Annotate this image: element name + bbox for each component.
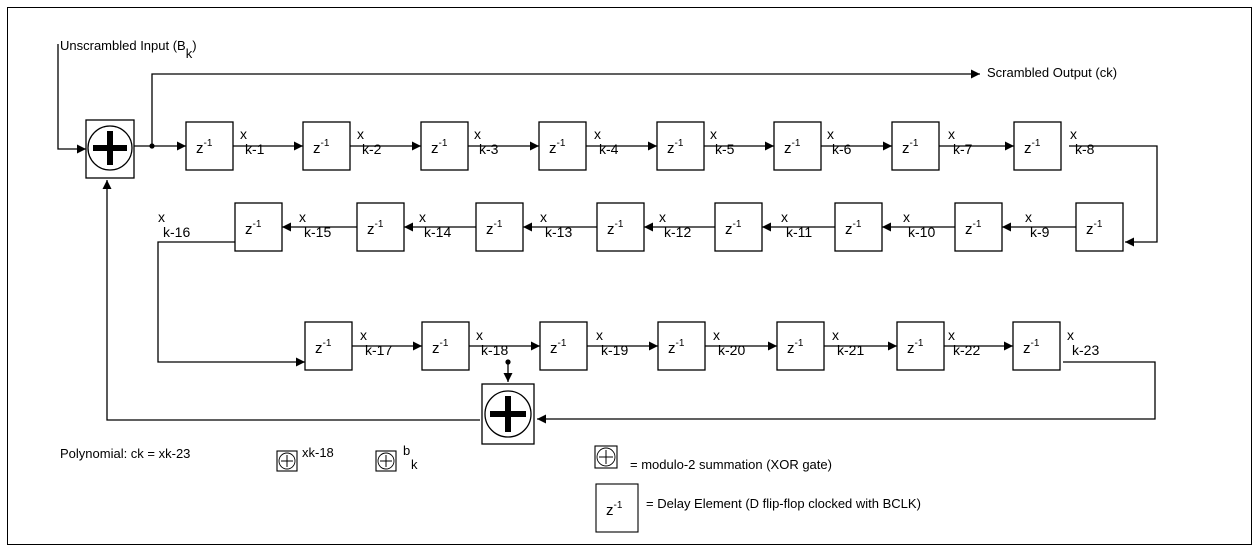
delay-element: z-1 (954, 202, 1003, 252)
row2-wrap-line (157, 241, 305, 367)
delay-element: z-1 (657, 321, 706, 371)
svg-text:z-1: z-1 (367, 219, 384, 238)
svg-text:z-1: z-1 (725, 219, 742, 238)
delay-element: z-1 (356, 202, 405, 252)
delay-element: z-1 (302, 121, 351, 171)
delay-element: z-1 (714, 202, 763, 252)
svg-text:z-1: z-1 (668, 338, 685, 357)
delay-element: z-1 (421, 321, 470, 371)
delay-element: z-1 (776, 321, 825, 371)
svg-text:z-1: z-1 (486, 219, 503, 238)
svg-text:z-1: z-1 (550, 338, 567, 357)
svg-text:z-1: z-1 (902, 138, 919, 157)
scrambled-output-line (151, 69, 980, 146)
svg-text:z-1: z-1 (787, 338, 804, 357)
tap-k18-junction (505, 359, 511, 365)
svg-text:z-1: z-1 (196, 138, 213, 157)
legend-xor-label: = modulo-2 summation (XOR gate) (630, 457, 832, 472)
delay-element: z-1 (1012, 321, 1061, 371)
polynomial-label: Polynomial: ck = xk-23 (60, 446, 190, 461)
svg-text:z-1: z-1 (1023, 338, 1040, 357)
input-label: Unscrambled Input (Bk) (60, 38, 197, 61)
svg-text:z-1: z-1 (965, 219, 982, 238)
svg-text:z-1: z-1 (549, 138, 566, 157)
svg-text:z-1: z-1 (313, 138, 330, 157)
svg-text:z-1: z-1 (315, 338, 332, 357)
svg-text:z-1: z-1 (1024, 138, 1041, 157)
svg-text:z-1: z-1 (245, 219, 262, 238)
row1-wrap-line (1069, 145, 1158, 247)
svg-text:z-1: z-1 (667, 138, 684, 157)
delay-element: z-1 (420, 121, 469, 171)
delay-element: z-1 (891, 121, 940, 171)
svg-text:z-1: z-1 (606, 500, 623, 519)
input-xor-gate (85, 119, 135, 179)
svg-text:z-1: z-1 (607, 219, 624, 238)
legend-delay-label: = Delay Element (D flip-flop clocked wit… (646, 496, 921, 511)
svg-text:z-1: z-1 (432, 338, 449, 357)
delay-element: z-1 (185, 121, 234, 171)
delay-element: z-1 (1075, 202, 1124, 252)
delay-element: z-1 (475, 202, 524, 252)
polynomial-term-1: xk-18 (302, 445, 334, 460)
svg-text:z-1: z-1 (1086, 219, 1103, 238)
delay-element: z-1 (1013, 121, 1062, 171)
legend-delay-icon: z-1 (595, 483, 639, 533)
polynomial-xor-icon-1 (276, 450, 298, 472)
svg-text:z-1: z-1 (431, 138, 448, 157)
diagram-frame (7, 7, 1252, 545)
svg-text:z-1: z-1 (845, 219, 862, 238)
delay-element: z-1 (596, 202, 645, 252)
delay-element: z-1 (234, 202, 283, 252)
tap-k23-line (537, 361, 1156, 424)
delay-element: z-1 (656, 121, 705, 171)
output-label: Scrambled Output (ck) (987, 65, 1117, 80)
input-line (57, 44, 86, 154)
delay-element: z-1 (539, 321, 588, 371)
delay-element: z-1 (834, 202, 883, 252)
svg-text:z-1: z-1 (784, 138, 801, 157)
delay-element: z-1 (538, 121, 587, 171)
legend-xor-icon (594, 445, 618, 469)
polynomial-xor-icon-2 (375, 450, 397, 472)
feedback-xor-gate (481, 383, 535, 445)
delay-element: z-1 (304, 321, 353, 371)
svg-text:z-1: z-1 (907, 338, 924, 357)
delay-element: z-1 (773, 121, 822, 171)
polynomial-term-2: bk (403, 443, 418, 472)
feedback-line (102, 180, 480, 421)
delay-element: z-1 (896, 321, 945, 371)
